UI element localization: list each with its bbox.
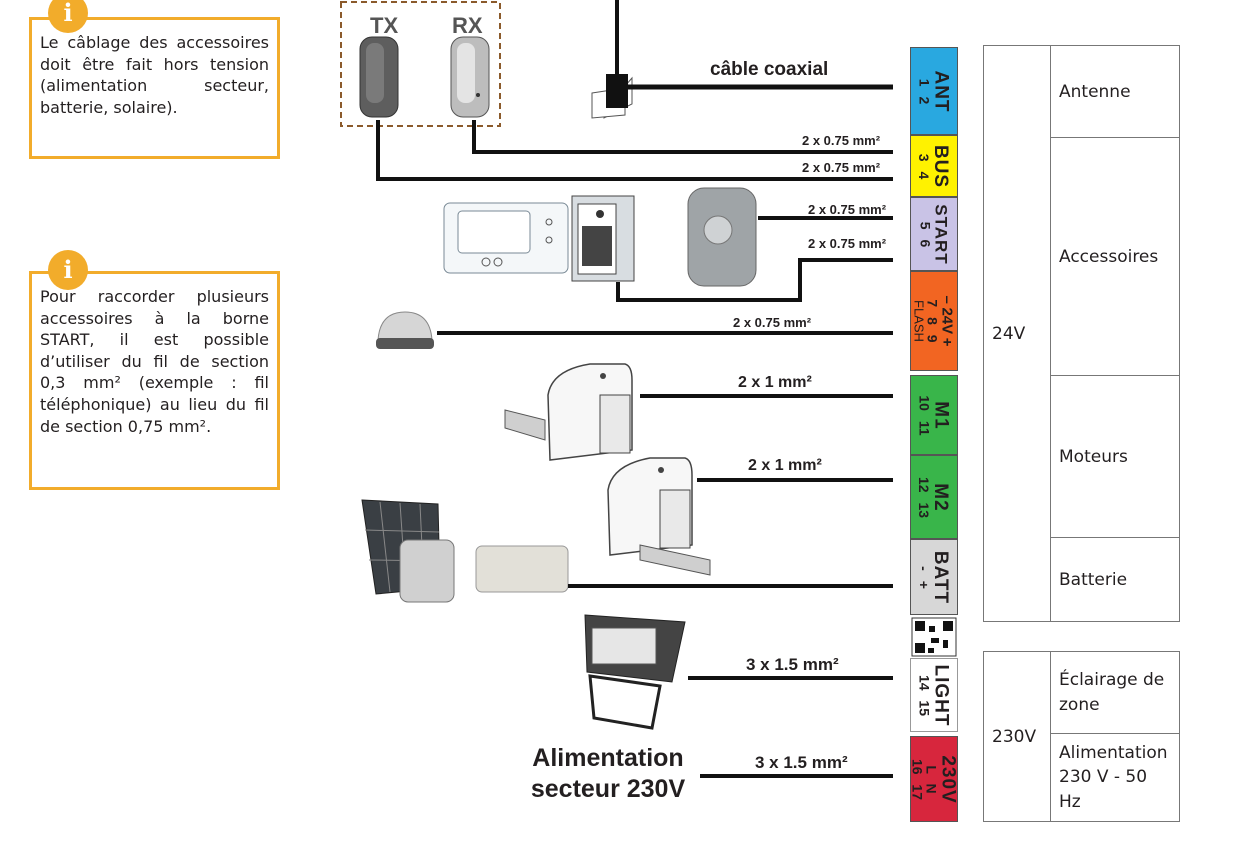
info-note-start: Pour raccorder plusieurs accessoires à l… (29, 271, 280, 490)
cable-start-1-label: 2 x 0.75 mm² (808, 202, 887, 217)
terminal-start-numbers: 5 6 (917, 221, 934, 247)
legend-row-moteurs: Moteurs (1050, 375, 1180, 538)
battery-pack-icon (399, 539, 569, 603)
cable-m2-label: 2 x 1 mm² (748, 457, 822, 474)
terminal-light-name: LIGHT (930, 664, 952, 726)
mains-label-line1: Alimentation (532, 744, 684, 772)
legend-row-antenne: Antenne (1050, 45, 1180, 138)
info-note-wiring: Le câblage des accessoires doit être fai… (29, 17, 280, 159)
qr-code-icon (911, 617, 957, 657)
cable-bus-tx-label: 2 x 0.75 mm² (802, 160, 881, 175)
info-note-text: Pour raccorder plusieurs accessoires à l… (40, 287, 269, 436)
legend-230v-voltage: 230V (983, 651, 1051, 822)
info-icon: i (48, 250, 88, 290)
cable-m1-label: 2 x 1 mm² (738, 374, 812, 391)
terminal-mains-name: 230V (937, 754, 959, 804)
legend-230v: 230V Éclairage de zone Alimentation 230 … (983, 651, 1180, 822)
terminal-light-numbers: 14 15 (916, 674, 933, 716)
cable-coax-label: câble coaxial (710, 59, 828, 80)
terminal-mains-ln: L N (923, 764, 940, 794)
terminal-flash-numbers: 7 8 9 (925, 299, 941, 343)
legend-row-batterie: Batterie (1050, 537, 1180, 622)
terminal-flash: – 24V + 7 8 9 FLASH (910, 271, 958, 371)
terminal-flash-plus: + (939, 337, 956, 347)
antenna-icon (591, 0, 633, 119)
cable-flash-label: 2 x 0.75 mm² (733, 315, 812, 330)
legend-24v-voltage: 24V (983, 45, 1051, 622)
legend-row-eclairage: Éclairage de zone (1050, 651, 1180, 734)
photocell-rx-label: RX (452, 13, 483, 38)
legend-row-alimentation: Alimentation 230 V - 50 Hz (1050, 733, 1180, 822)
terminal-batt-minus: - (916, 565, 933, 571)
video-monitor-icon (443, 202, 569, 274)
motor-2-icon (607, 457, 711, 576)
terminal-flash-name: FLASH (912, 300, 927, 342)
terminal-ant-numbers: 1 2 (916, 78, 933, 104)
terminal-batt-name: BATT (930, 550, 952, 604)
terminal-batt-plus: + (916, 580, 933, 589)
terminal-m2-numbers: 12 13 (916, 476, 933, 518)
mains-supply-label: Alimentation secteur 230V (528, 743, 688, 806)
terminal-m1-numbers: 10 11 (916, 394, 933, 436)
motor-1-icon (504, 363, 633, 461)
cable-bus-rx-label: 2 x 0.75 mm² (802, 133, 881, 148)
terminal-batt: BATT- + (910, 539, 958, 615)
terminal-flash-minus: – (939, 295, 956, 304)
photocell-rx-icon (450, 36, 490, 118)
terminal-ant-name: ANT (930, 69, 952, 113)
cable-light-label: 3 x 1.5 mm² (746, 655, 839, 674)
info-note-text: Le câblage des accessoires doit être fai… (40, 33, 269, 117)
terminal-bus-name: BUS (930, 144, 952, 188)
photocell-tx-label: TX (370, 13, 398, 38)
terminal-start-name: START (931, 203, 951, 265)
cable-start-2-label: 2 x 0.75 mm² (808, 236, 887, 251)
key-switch-icon (687, 187, 757, 287)
terminal-m2-name: M2 (930, 482, 952, 512)
cable-mains-label: 3 x 1.5 mm² (755, 753, 848, 772)
terminal-flash-24v: 24V (939, 307, 956, 335)
door-station-icon (571, 195, 635, 282)
legend-24v: 24V Antenne Accessoires Moteurs Batterie (983, 45, 1180, 622)
mains-label-line2: secteur 230V (530, 775, 686, 804)
flash-light-icon (376, 311, 434, 349)
legend-row-accessoires: Accessoires (1050, 137, 1180, 376)
floodlight-icon (584, 614, 686, 730)
photocell-frame (340, 1, 501, 127)
photocell-tx-icon (359, 36, 399, 118)
info-icon: i (48, 0, 88, 33)
terminal-mains-numbers: 16 17 (909, 758, 926, 800)
terminal-m1-name: M1 (930, 400, 952, 430)
